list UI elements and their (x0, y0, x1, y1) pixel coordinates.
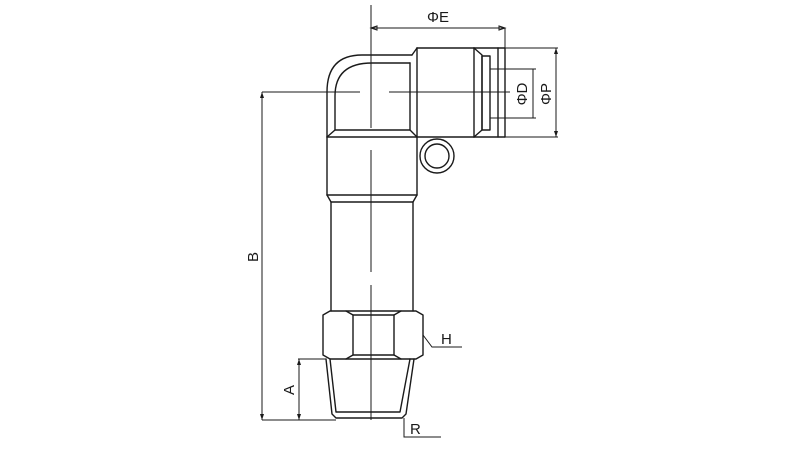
extension-tube (330, 201, 414, 312)
dimension-d: ΦD (505, 68, 536, 119)
label-b: B (245, 252, 262, 262)
dimension-b: B (245, 92, 336, 421)
label-e: ΦE (427, 9, 449, 26)
hex-nut (322, 310, 424, 360)
leader-r: R (403, 418, 441, 438)
label-h: H (441, 331, 452, 348)
label-r: R (410, 421, 421, 438)
label-p: ΦP (538, 83, 555, 105)
label-d: ΦD (514, 82, 531, 105)
dimension-p: ΦP (505, 47, 558, 138)
leader-h: H (422, 331, 462, 348)
elbow-body (326, 47, 418, 138)
collet-ring (419, 138, 455, 174)
upper-sleeve (326, 136, 418, 203)
tapered-thread (325, 358, 415, 419)
dimension-a: A (281, 358, 326, 420)
center-lines (262, 5, 510, 420)
dimension-e: ΦE (369, 9, 507, 137)
label-a: A (281, 385, 298, 395)
